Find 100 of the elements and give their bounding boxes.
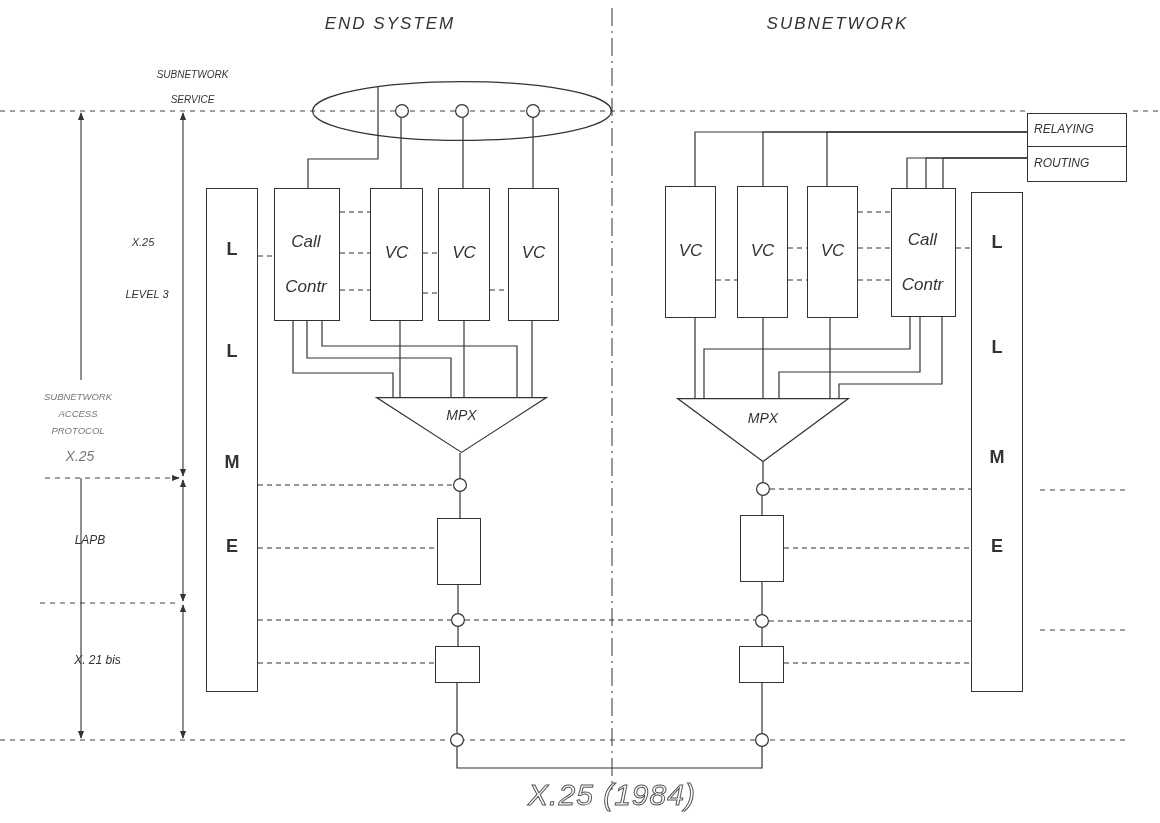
connector-line (532, 117, 534, 189)
layer-management-letter: L (225, 239, 239, 260)
access-point-circle (756, 482, 770, 496)
dashed-connector (857, 211, 892, 213)
process-box (737, 186, 788, 318)
multiplexer-triangle (376, 397, 547, 453)
process-box (437, 518, 481, 585)
process-box (370, 188, 423, 321)
connector-line (762, 461, 764, 483)
dashed-connector (769, 488, 972, 490)
layer-label: X. 21 bis (73, 653, 122, 667)
connector-line (829, 317, 831, 399)
layer-label: SUBNETWORK SERVICE (155, 68, 230, 107)
management-bar (971, 192, 1023, 692)
layer-label: X.25 (64, 448, 96, 464)
connector-line (456, 746, 763, 769)
connector-line (942, 157, 1028, 189)
column-heading: END SYSTEM (323, 14, 457, 34)
dashed-connector (339, 252, 371, 254)
dashed-connector (339, 289, 371, 291)
dashed-connector (422, 292, 439, 294)
dashed-connector (339, 211, 371, 213)
process-box (508, 188, 559, 321)
access-point-circle (451, 613, 465, 627)
box-label: VC (819, 241, 846, 261)
connector-line (306, 320, 452, 398)
box-label: Call Contr (900, 229, 945, 296)
dashed-connector (768, 620, 972, 622)
dashed-connector (422, 252, 439, 254)
connector-line (761, 495, 763, 516)
process-box (435, 646, 480, 683)
management-bar (206, 188, 258, 692)
process-box (274, 188, 340, 321)
connector-line (459, 491, 461, 519)
dashed-connector (257, 662, 436, 664)
connector-line (462, 117, 464, 189)
multiplexer-triangle (677, 398, 849, 462)
access-point-circle (755, 733, 769, 747)
box-label: VC (677, 241, 704, 261)
access-point-circle (453, 478, 467, 492)
layer-management-letter: M (223, 452, 241, 473)
access-point-circle (526, 104, 540, 118)
connector-line (307, 85, 379, 189)
process-box (807, 186, 858, 318)
connector-line (762, 317, 764, 399)
connector-line (826, 131, 1028, 187)
layer-label: LEVEL 3 (124, 288, 170, 300)
box-label: VC (520, 243, 547, 263)
connector-line (761, 581, 763, 615)
connector-line (761, 627, 763, 647)
dashed-connector (857, 247, 892, 249)
dashed-connector (783, 662, 972, 664)
dashed-connector (783, 547, 972, 549)
layer-label: LAPB (73, 533, 107, 547)
connector-line (463, 320, 465, 398)
function-label: RELAYING (1034, 122, 1095, 136)
dashed-connector (955, 247, 972, 249)
function-label: ROUTING (1034, 156, 1091, 170)
relaying-routing-box (1027, 113, 1127, 182)
connector-line (292, 320, 394, 398)
process-box (438, 188, 490, 321)
process-box (739, 646, 784, 683)
dashed-connector (715, 279, 738, 281)
access-point-circle (450, 733, 464, 747)
layer-management-letter: E (225, 536, 239, 557)
figure-caption: X.25 (1984) (525, 778, 697, 812)
box-label: VC (383, 243, 410, 263)
box-label: Call Contr (284, 231, 328, 298)
connector-line (321, 320, 518, 398)
connector-line (778, 316, 921, 399)
layer-management-letter: L (990, 337, 1004, 358)
process-box (891, 188, 956, 317)
layer-management-letter: L (225, 341, 239, 362)
dashed-connector (464, 619, 756, 621)
service-ellipse (312, 81, 612, 141)
box-label: VC (451, 243, 477, 263)
column-heading: SUBNETWORK (765, 14, 910, 34)
connector-line (400, 117, 402, 189)
layer-management-letter: E (990, 536, 1004, 557)
connector-line (838, 316, 943, 399)
connector-line (459, 452, 461, 479)
connector-line (399, 320, 401, 398)
dashed-connector (857, 279, 892, 281)
box-label: VC (749, 241, 776, 261)
access-point-circle (755, 614, 769, 628)
connector-line (703, 316, 911, 399)
dashed-connector (257, 255, 275, 257)
access-point-circle (395, 104, 409, 118)
layer-management-letter: L (990, 232, 1004, 253)
connector-line (456, 682, 458, 734)
connector-line (694, 317, 696, 399)
process-box (740, 515, 784, 582)
connector-line (457, 626, 459, 647)
layer-management-letter: M (988, 447, 1006, 468)
layer-label: SUBNETWORK ACCESS PROTOCOL (42, 390, 114, 438)
multiplexer-label: MPX (445, 407, 478, 423)
multiplexer-label: MPX (746, 410, 780, 426)
dashed-connector (257, 484, 454, 486)
connector-line (761, 682, 763, 734)
process-box (665, 186, 716, 318)
